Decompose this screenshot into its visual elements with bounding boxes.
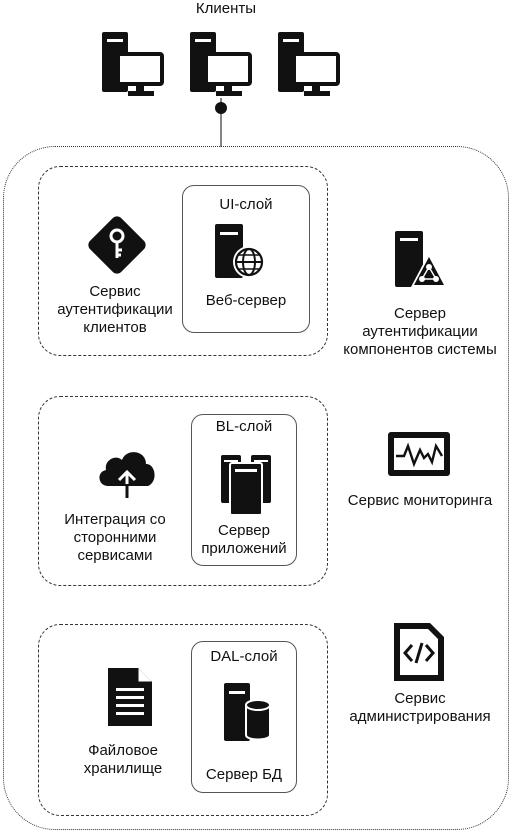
server-network-icon	[395, 231, 447, 287]
database-server-icon	[224, 683, 271, 741]
clients-connector	[215, 98, 227, 147]
bl-layer-label: BL-слой	[215, 418, 273, 435]
web-server-globe-icon	[215, 224, 265, 278]
document-icon	[108, 668, 152, 726]
desktop-computer-icon	[278, 32, 340, 96]
bl-layer-server-label: Сервер приложений	[201, 522, 287, 557]
component-auth-server-label: Сервер аутентификации компонентов систем…	[343, 305, 497, 358]
code-file-icon	[394, 623, 444, 681]
monitoring-service-label: Сервис мониторинга	[347, 492, 493, 509]
file-storage-label: Файловое хранилище	[83, 742, 163, 777]
cloud-upload-icon	[99, 452, 155, 498]
ui-layer-label: UI-слой	[219, 196, 273, 213]
dal-layer-group	[38, 624, 328, 816]
application-servers-icon	[221, 455, 271, 516]
third-party-integration-label: Интеграция со сторонними сервисами	[64, 511, 166, 564]
dal-layer-server-label: Сервер БД	[205, 766, 283, 783]
ui-layer-server-label: Веб-сервер	[205, 292, 287, 309]
client-auth-service-label: Сервис аутентификации клиентов	[57, 283, 173, 336]
clients-title: Клиенты	[195, 0, 257, 17]
monitoring-chart-icon	[388, 432, 450, 476]
bl-layer-group	[38, 396, 328, 586]
ui-layer-group	[38, 166, 328, 356]
desktop-computer-icon	[190, 32, 252, 96]
system-boundary	[3, 146, 509, 830]
desktop-computer-icon	[102, 32, 164, 96]
admin-service-label: Сервис администрирования	[349, 690, 491, 725]
dal-layer-label: DAL-слой	[210, 648, 278, 665]
key-diamond-icon	[88, 216, 146, 274]
